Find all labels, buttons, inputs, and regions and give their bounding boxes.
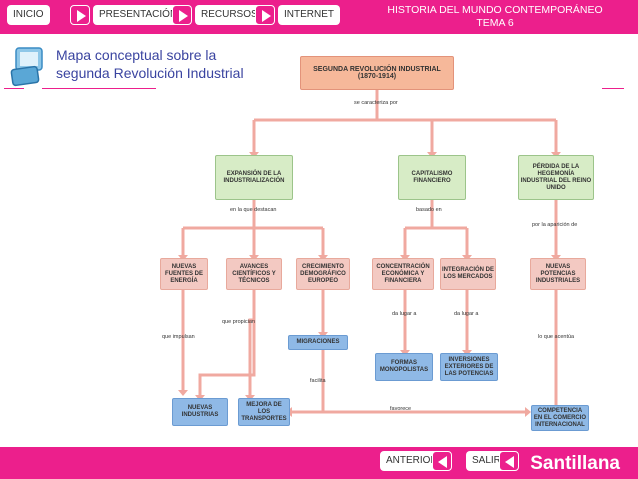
header-title-line2: TEMA 6 (476, 17, 514, 29)
concept-industrias: NUEVAS INDUSTRIAS (172, 398, 228, 426)
label-impulsan: que impulsan (162, 334, 195, 340)
divider-right (602, 88, 624, 89)
concept-mejora: MEJORA DE LOS TRANSPORTES (238, 398, 290, 426)
brand-logo: Santillana (530, 453, 620, 474)
concept-fuentes: NUEVAS FUENTES DE ENERGÍA (160, 258, 208, 290)
label-aparicion: por la aparición de (532, 222, 578, 228)
concept-migraciones: MIGRACIONES (288, 335, 348, 350)
label-destacan: en la que destacan (230, 207, 277, 213)
label-caracteriza: se caracteriza por (354, 100, 398, 106)
exit-arrow-icon[interactable] (499, 451, 519, 471)
concept-perdida: PÉRDIDA DE LA HEGEMONÍA INDUSTRIAL DEL R… (518, 155, 594, 200)
nav-recursos[interactable]: RECURSOS (172, 4, 264, 26)
page-title: Mapa conceptual sobre la segunda Revoluc… (56, 46, 244, 82)
label-lugar-2: da lugar a (454, 311, 479, 317)
nav-internet-label[interactable]: INTERNET (278, 5, 340, 25)
concept-integracion: INTEGRACIÓN DE LOS MERCADOS (440, 258, 496, 290)
back-arrow-icon[interactable] (432, 451, 452, 471)
concept-crecimiento: CRECIMIENTO DEMOGRÁFICO EUROPEO (296, 258, 350, 290)
play-arrow-icon[interactable] (70, 5, 90, 25)
label-favorece: favorece (390, 406, 412, 412)
header-title-line1: HISTORIA DEL MUNDO CONTEMPORÁNEO (387, 4, 603, 16)
nav-presentacion[interactable]: PRESENTACIÓN (70, 4, 184, 26)
concept-root-line2: (1870-1914) (357, 73, 397, 80)
concept-formas: FORMAS MONOPOLISTAS (375, 353, 433, 381)
nav-recursos-label[interactable]: RECURSOS (195, 5, 264, 25)
nav-inicio-label[interactable]: INICIO (7, 5, 50, 25)
monitor-icon (10, 47, 43, 87)
page-title-line1: Mapa conceptual sobre la (56, 47, 217, 63)
anterior-button[interactable]: ANTERIOR (380, 451, 444, 471)
bottom-bar (0, 447, 638, 479)
divider-mid (42, 88, 156, 89)
concept-avances: AVANCES CIENTÍFICOS Y TÉCNICOS (226, 258, 282, 290)
play-arrow-icon[interactable] (255, 5, 275, 25)
nav-presentacion-label[interactable]: PRESENTACIÓN (93, 5, 184, 25)
header-title: HISTORIA DEL MUNDO CONTEMPORÁNEO TEMA 6 (380, 4, 610, 30)
nav-internet[interactable]: INTERNET (255, 4, 340, 26)
concept-expansion: EXPANSIÓN DE LA INDUSTRIALIZACIÓN (215, 155, 293, 200)
label-acentua: lo que acentúa (538, 334, 575, 340)
concept-root-line1: SEGUNDA REVOLUCIÓN INDUSTRIAL (313, 66, 441, 73)
label-facilita: facilita (310, 378, 326, 384)
label-propician: que propician (222, 319, 256, 325)
label-basado: basado en (416, 207, 442, 213)
nav-inicio[interactable]: INICIO (4, 4, 50, 26)
concept-competencia: COMPETENCIA EN EL COMERCIO INTERNACIONAL (531, 405, 589, 431)
page-title-line2: segunda Revolución Industrial (56, 65, 244, 81)
concept-root: SEGUNDA REVOLUCIÓN INDUSTRIAL (1870-1914… (300, 56, 454, 90)
concept-inversiones: INVERSIONES EXTERIORES DE LAS POTENCIAS (440, 353, 498, 381)
label-lugar-1: da lugar a (392, 311, 417, 317)
concept-capitalismo: CAPITALISMO FINANCIERO (398, 155, 466, 200)
concept-concentracion: CONCENTRACIÓN ECONÓMICA Y FINANCIERA (372, 258, 434, 290)
divider-left (4, 88, 24, 89)
concept-potencias: NUEVAS POTENCIAS INDUSTRIALES (530, 258, 586, 290)
play-arrow-icon[interactable] (172, 5, 192, 25)
salir-button[interactable]: SALIR (466, 451, 507, 471)
